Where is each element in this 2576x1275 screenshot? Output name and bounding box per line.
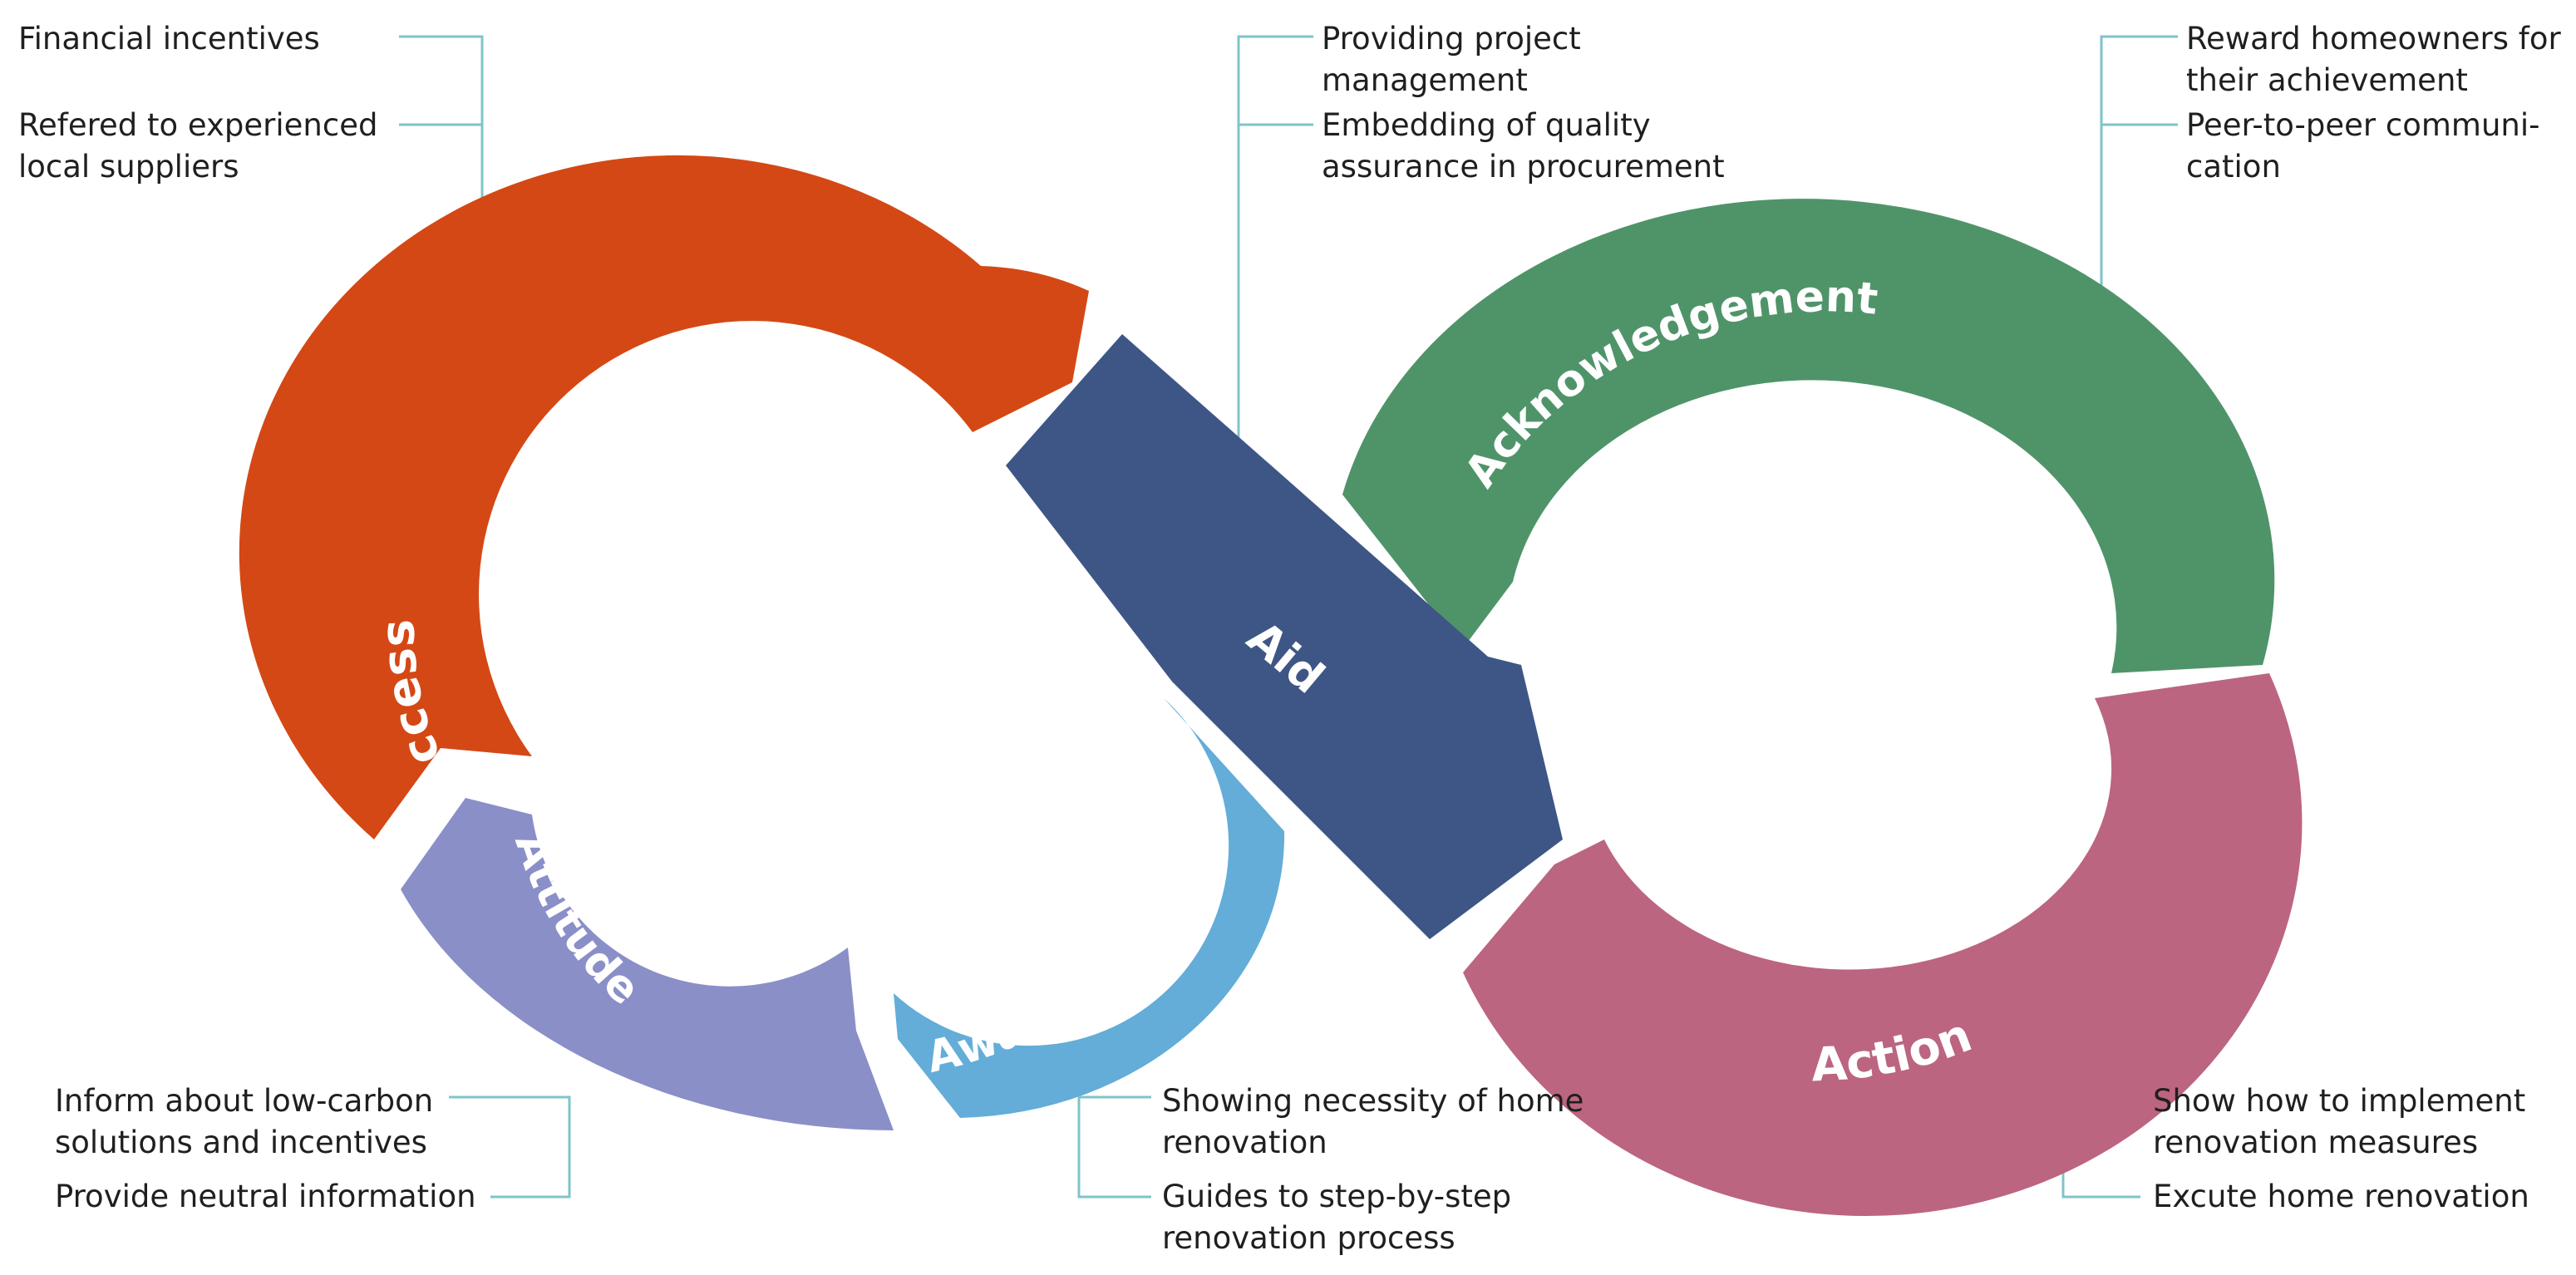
leader-awareness [1077,1095,1151,1199]
awareness-note-2: Guides to step-by-step renovation proces… [1162,1179,1512,1256]
attitude-segment [401,798,894,1130]
action-note-2: Excute home renovation [2153,1179,2529,1214]
acknowledgement-note-1: Reward homeowners for their achievement [2186,21,2561,98]
attitude-note-2: Provide neutral information [55,1179,476,1214]
acknowledgement-note-2: Peer-to-peer communi- cation [2186,107,2540,185]
access-note-2: Refered to experienced local suppliers [18,107,378,185]
awareness-segment [894,698,1285,1118]
aid-note-1: Providing project management [1322,21,1581,98]
access-segment [239,155,1090,839]
action-note-1: Show how to implement renovation measure… [2153,1083,2526,1160]
leader-aid [1237,35,1313,453]
action-segment [1463,673,2303,1217]
access-note-1: Financial incentives [18,21,320,57]
acknowledgement-segment [1342,199,2275,673]
attitude-note-1: Inform about low-carbon solutions and in… [55,1083,434,1160]
awareness-note-1: Showing necessity of home renovation [1162,1083,1584,1160]
leader-attitude [449,1095,571,1199]
aid-segment [1006,334,1563,939]
aid-note-2: Embedding of quality assurance in procur… [1322,107,1725,185]
leader-ack [2100,35,2178,303]
